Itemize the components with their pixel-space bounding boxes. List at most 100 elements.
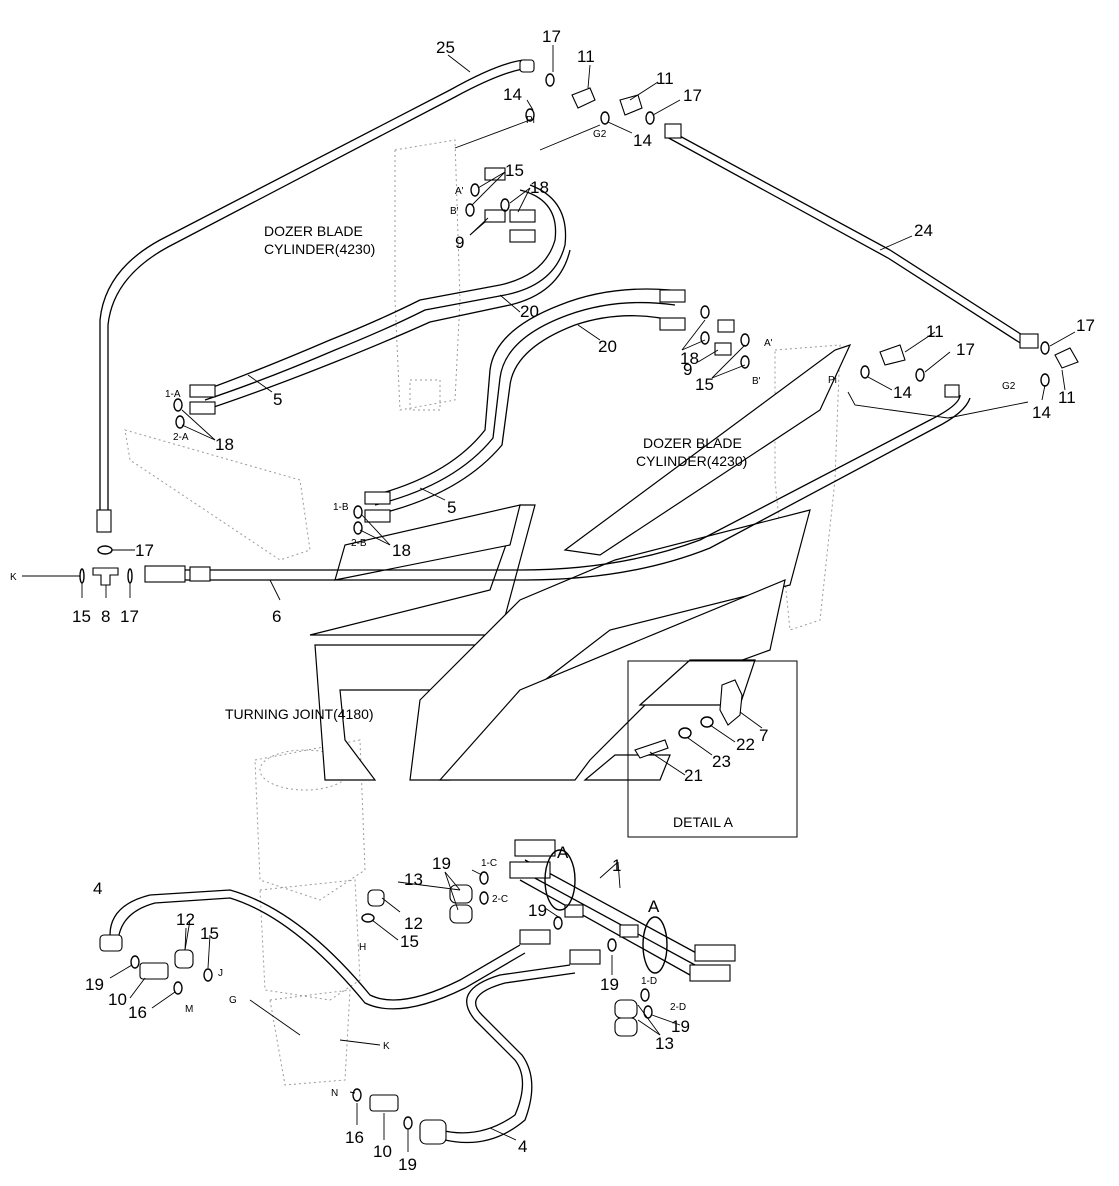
- port-labels: Pi G2 A' B' 1-A 2-A A' B' Pi G2 1-B 2-B …: [10, 115, 1016, 1099]
- callout-24: 24: [914, 221, 933, 240]
- callout-15: 15: [200, 924, 219, 943]
- callout-4: 4: [93, 879, 102, 898]
- callout-15: 15: [695, 375, 714, 394]
- port-label-k: K: [10, 572, 17, 583]
- callout-10: 10: [373, 1142, 392, 1161]
- callout-18: 18: [680, 349, 699, 368]
- callout-17: 17: [1076, 316, 1095, 335]
- part-callouts: 25 17 11 14 11 17 14 15 18 9 24 20 5 18 …: [72, 27, 1095, 1174]
- callout-8: 8: [101, 607, 110, 626]
- leader-lines: [22, 45, 1076, 1152]
- port-label-a-prime: A': [455, 186, 464, 197]
- callout-5: 5: [273, 390, 282, 409]
- callout-17: 17: [120, 607, 139, 626]
- callout-21: 21: [684, 766, 703, 785]
- callout-14: 14: [1032, 403, 1051, 422]
- fittings: [92, 59, 1079, 1145]
- detail-a-frame: [627, 660, 798, 838]
- callout-19: 19: [600, 975, 619, 994]
- hose-25: [99, 59, 531, 520]
- port-label-m: M: [185, 1004, 193, 1015]
- hose-5-lower: [374, 288, 671, 496]
- port-label-g2: G2: [593, 129, 607, 140]
- callout-11: 11: [1058, 388, 1076, 407]
- callout-17: 17: [542, 27, 561, 46]
- port-label-g: G: [229, 995, 237, 1006]
- dozer-blade-caption-1-line1: DOZER BLADE: [264, 223, 363, 239]
- port-label-pi: Pi: [526, 115, 535, 126]
- port-label-2d: 2-D: [670, 1002, 686, 1013]
- callout-11: 11: [926, 322, 944, 341]
- detail-a-caption: DETAIL A: [673, 814, 734, 830]
- callout-12: 12: [404, 914, 423, 933]
- callout-11: 11: [577, 47, 595, 66]
- callout-18: 18: [392, 541, 411, 560]
- callout-19: 19: [85, 975, 104, 994]
- callout-13: 13: [655, 1034, 674, 1053]
- callout-18: 18: [215, 435, 234, 454]
- callout-13: 13: [404, 870, 423, 889]
- hose-5-upper: [204, 189, 557, 391]
- callout-25: 25: [436, 38, 455, 57]
- port-label-j: J: [218, 968, 223, 979]
- captions: DOZER BLADE CYLINDER(4230) DOZER BLADE C…: [225, 223, 747, 830]
- callout-14: 14: [893, 383, 912, 402]
- port-label-b-prime: B': [450, 206, 459, 217]
- callout-15: 15: [400, 932, 419, 951]
- port-label-1d: 1-D: [641, 976, 657, 987]
- port-label-n: N: [331, 1088, 338, 1099]
- callout-20: 20: [598, 337, 617, 356]
- dozer-blade-caption-1-line2: CYLINDER(4230): [264, 241, 375, 257]
- turning-joint-caption: TURNING JOINT(4180): [225, 706, 374, 722]
- callout-A: A: [557, 843, 569, 862]
- callout-9: 9: [683, 360, 692, 379]
- pipe-1-upper: [524, 859, 711, 961]
- port-label-1a: 1-A: [165, 389, 181, 400]
- callout-14: 14: [633, 131, 652, 150]
- callout-16: 16: [345, 1128, 364, 1147]
- hoses: [99, 59, 1031, 1144]
- callout-14: 14: [503, 85, 522, 104]
- hose-4-right: [439, 964, 571, 1134]
- port-label-2a: 2-A: [173, 432, 189, 443]
- callout-7: 7: [759, 726, 768, 745]
- port-label-a-prime: A': [764, 338, 773, 349]
- callout-15: 15: [505, 161, 524, 180]
- dozer-blade-caption-2-line1: DOZER BLADE: [643, 435, 742, 451]
- callout-15: 15: [72, 607, 91, 626]
- callout-10: 10: [108, 990, 127, 1009]
- callout-9: 9: [455, 233, 464, 252]
- callout-16: 16: [128, 1003, 147, 1022]
- callout-5: 5: [447, 498, 456, 517]
- port-label-1c: 1-C: [481, 858, 497, 869]
- callout-17: 17: [956, 340, 975, 359]
- port-label-g2: G2: [1002, 381, 1016, 392]
- o-rings: [79, 73, 1050, 1130]
- callout-1: 1: [612, 856, 621, 875]
- callout-19: 19: [528, 901, 547, 920]
- port-label-pi: Pi: [828, 375, 837, 386]
- port-label-1b: 1-B: [333, 502, 349, 513]
- port-label-2c: 2-C: [492, 894, 508, 905]
- hose-24: [664, 127, 1031, 341]
- callout-22: 22: [736, 735, 755, 754]
- callout-17: 17: [135, 541, 154, 560]
- callout-19: 19: [398, 1155, 417, 1174]
- dozer-blade-caption-2-line2: CYLINDER(4230): [636, 453, 747, 469]
- callout-17: 17: [683, 86, 702, 105]
- callout-19: 19: [671, 1017, 690, 1036]
- port-label-b-prime: B': [752, 376, 761, 387]
- port-label-k: K: [383, 1041, 390, 1052]
- background-logo: [309, 343, 852, 781]
- callout-6: 6: [272, 607, 281, 626]
- callout-23: 23: [712, 752, 731, 771]
- callout-A: A: [648, 897, 660, 916]
- port-label-2b: 2-B: [351, 538, 367, 549]
- callout-4: 4: [518, 1137, 527, 1156]
- callout-11: 11: [656, 69, 674, 88]
- callout-12: 12: [176, 910, 195, 929]
- hose-4-left: [109, 889, 521, 1001]
- port-label-h: H: [359, 942, 366, 953]
- callout-18: 18: [530, 178, 549, 197]
